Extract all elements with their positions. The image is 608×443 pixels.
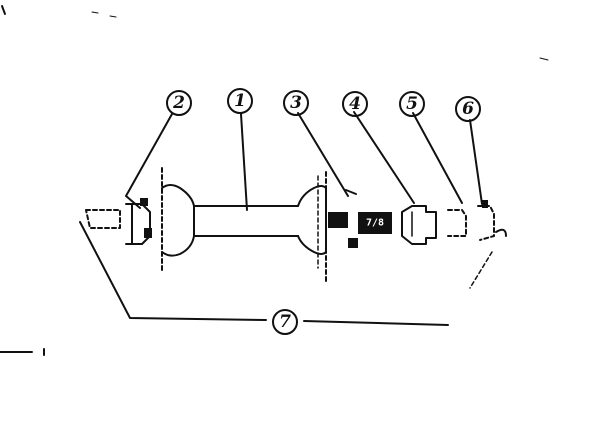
- bearing-cone: [328, 189, 358, 248]
- hub-body: [161, 167, 327, 285]
- callout-6: 6: [455, 96, 481, 122]
- svg-text:2: 2: [172, 93, 185, 113]
- locknut-marking: 7/8: [366, 218, 384, 229]
- leader-lines: [79, 111, 493, 326]
- axle-nut: [401, 205, 437, 245]
- svg-text:5: 5: [406, 94, 418, 114]
- callout-3: 3: [283, 90, 309, 116]
- callout-4: 4: [342, 91, 368, 117]
- callout-1: 1: [227, 88, 253, 114]
- svg-text:3: 3: [290, 93, 302, 113]
- callout-5: 5: [399, 91, 425, 117]
- callout-7: 7: [272, 309, 298, 335]
- end-cap: [477, 200, 507, 241]
- callout-2: 2: [166, 90, 192, 116]
- left-axle-cone: [85, 198, 152, 245]
- scan-artifacts: [0, 5, 549, 356]
- svg-text:4: 4: [349, 94, 361, 114]
- svg-text:7: 7: [279, 312, 291, 332]
- threaded-locknut: 7/8: [358, 212, 392, 234]
- washer: [447, 209, 467, 237]
- svg-text:6: 6: [462, 99, 474, 119]
- svg-text:1: 1: [234, 91, 246, 111]
